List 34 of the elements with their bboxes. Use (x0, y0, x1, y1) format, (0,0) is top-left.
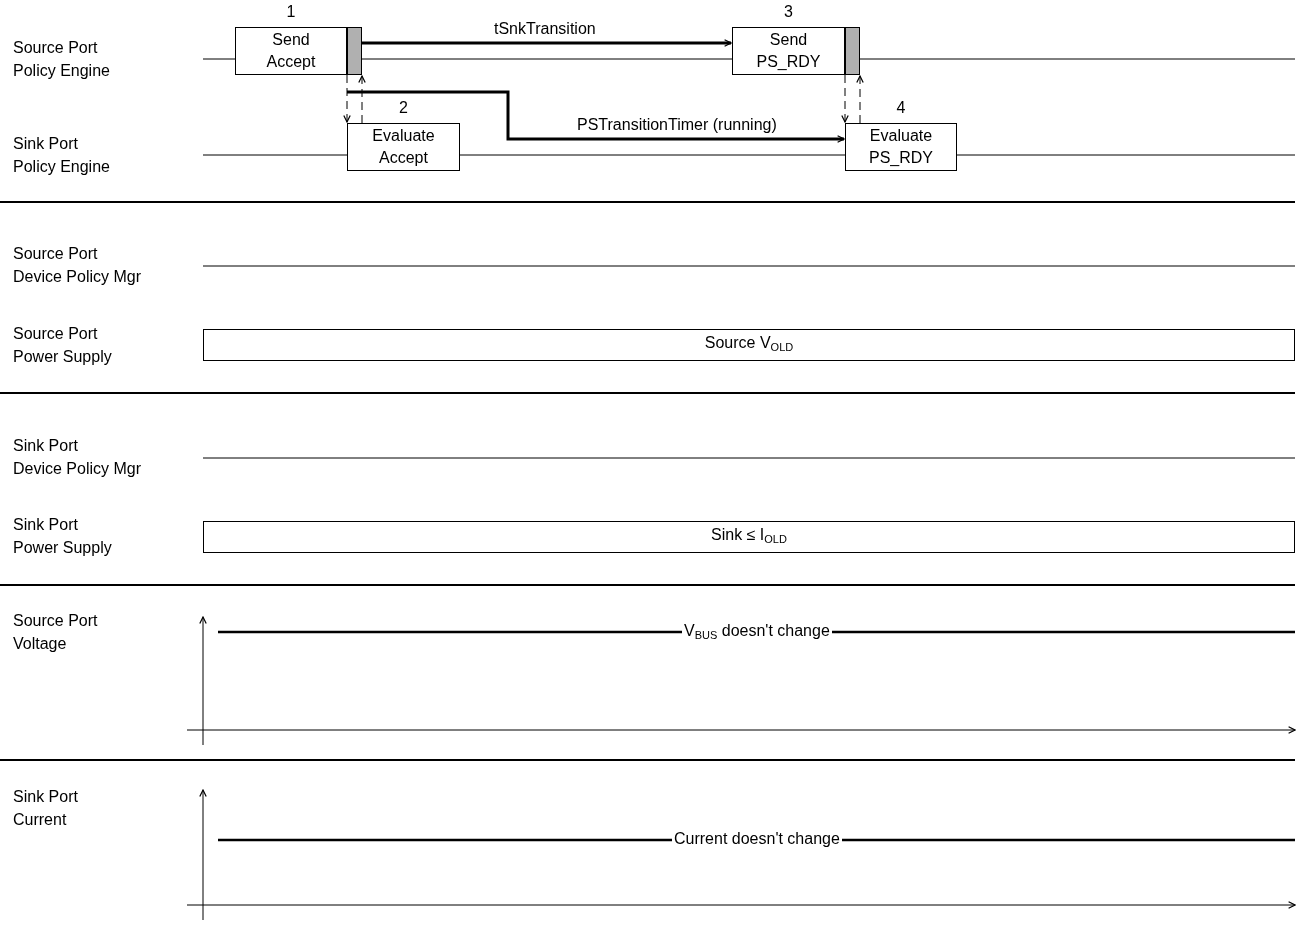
arrow (841, 74, 849, 123)
arrow (856, 75, 864, 124)
state-band (203, 329, 1295, 361)
lane-label: Sink Port Device Policy Mgr (13, 436, 142, 479)
lane-label: Source Port Power Supply (13, 324, 112, 367)
step-number: 4 (895, 99, 907, 117)
arrow (358, 75, 366, 124)
lane-label: Sink Port Policy Engine (13, 134, 110, 177)
lane-label: Sink Port Power Supply (13, 515, 112, 558)
state-band (203, 521, 1295, 553)
box-label: Source V$_{OLD}$ (704, 333, 794, 355)
box-label: Evaluate Accept (371, 126, 436, 168)
lane-label: Source Port Policy Engine (13, 38, 110, 81)
process-box (732, 27, 845, 75)
box-label: Send PS_RDY (755, 30, 822, 72)
arrow (347, 90, 845, 143)
activity-bar (347, 27, 362, 75)
arrow (343, 74, 351, 123)
activity-bar (845, 27, 860, 75)
lane-label: Sink Port Current (13, 787, 78, 830)
arrow (362, 39, 732, 47)
edge-label: PSTransitionTimer (running) (575, 116, 779, 134)
box-label: Send Accept (265, 30, 317, 72)
lane-label: Source Port Device Policy Mgr (13, 244, 142, 287)
box-label: Evaluate PS_RDY (868, 126, 934, 168)
step-number: 2 (398, 99, 409, 117)
step-number: 3 (783, 3, 794, 21)
lane-label: Source Port Voltage (13, 611, 98, 654)
box-label: Sink ≤ I$_{OLD}$ (711, 525, 787, 547)
process-box (845, 123, 957, 171)
process-box (235, 27, 347, 75)
step-number: 1 (285, 3, 297, 21)
level-label: Current doesn't change (672, 830, 842, 848)
process-box (347, 123, 460, 171)
